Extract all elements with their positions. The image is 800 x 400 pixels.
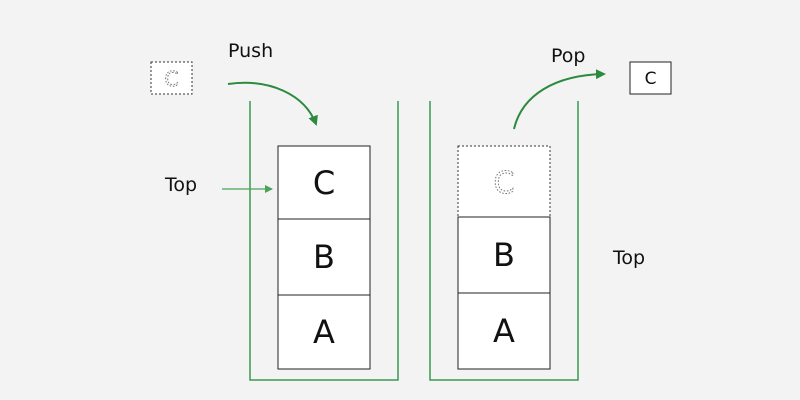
incoming-element: C (150, 61, 193, 95)
push-stack-cell: B (277, 218, 371, 296)
pop-stack-cell: B (457, 216, 551, 294)
push-stack-cell-label: B (313, 238, 335, 276)
push-stack-container (249, 101, 399, 381)
pop-stack-removed-cell: C (457, 145, 551, 218)
popped-element: C (629, 61, 672, 95)
push-stack-cell-label: C (313, 164, 335, 202)
pop-stack-cell-label: B (493, 236, 515, 274)
top-label-left: Top (164, 174, 197, 196)
push-stack-cell: A (277, 294, 371, 370)
push-stack-cell-label: A (313, 313, 335, 351)
top-label-right: Top (612, 247, 645, 269)
push-arrow (227, 81, 318, 126)
pop-stack-cell: A (457, 292, 551, 370)
incoming-element-label: C (165, 67, 179, 91)
pop-arrow (513, 69, 606, 130)
pop-label: Pop (551, 45, 585, 67)
push-label: Push (228, 40, 273, 62)
pop-stack-container (429, 101, 579, 381)
pop-stack-cell-label: A (493, 312, 515, 350)
popped-element-label: C (645, 69, 657, 89)
push-stack-cell: C (277, 145, 371, 220)
pop-stack-removed-cell-label: C (494, 166, 515, 201)
